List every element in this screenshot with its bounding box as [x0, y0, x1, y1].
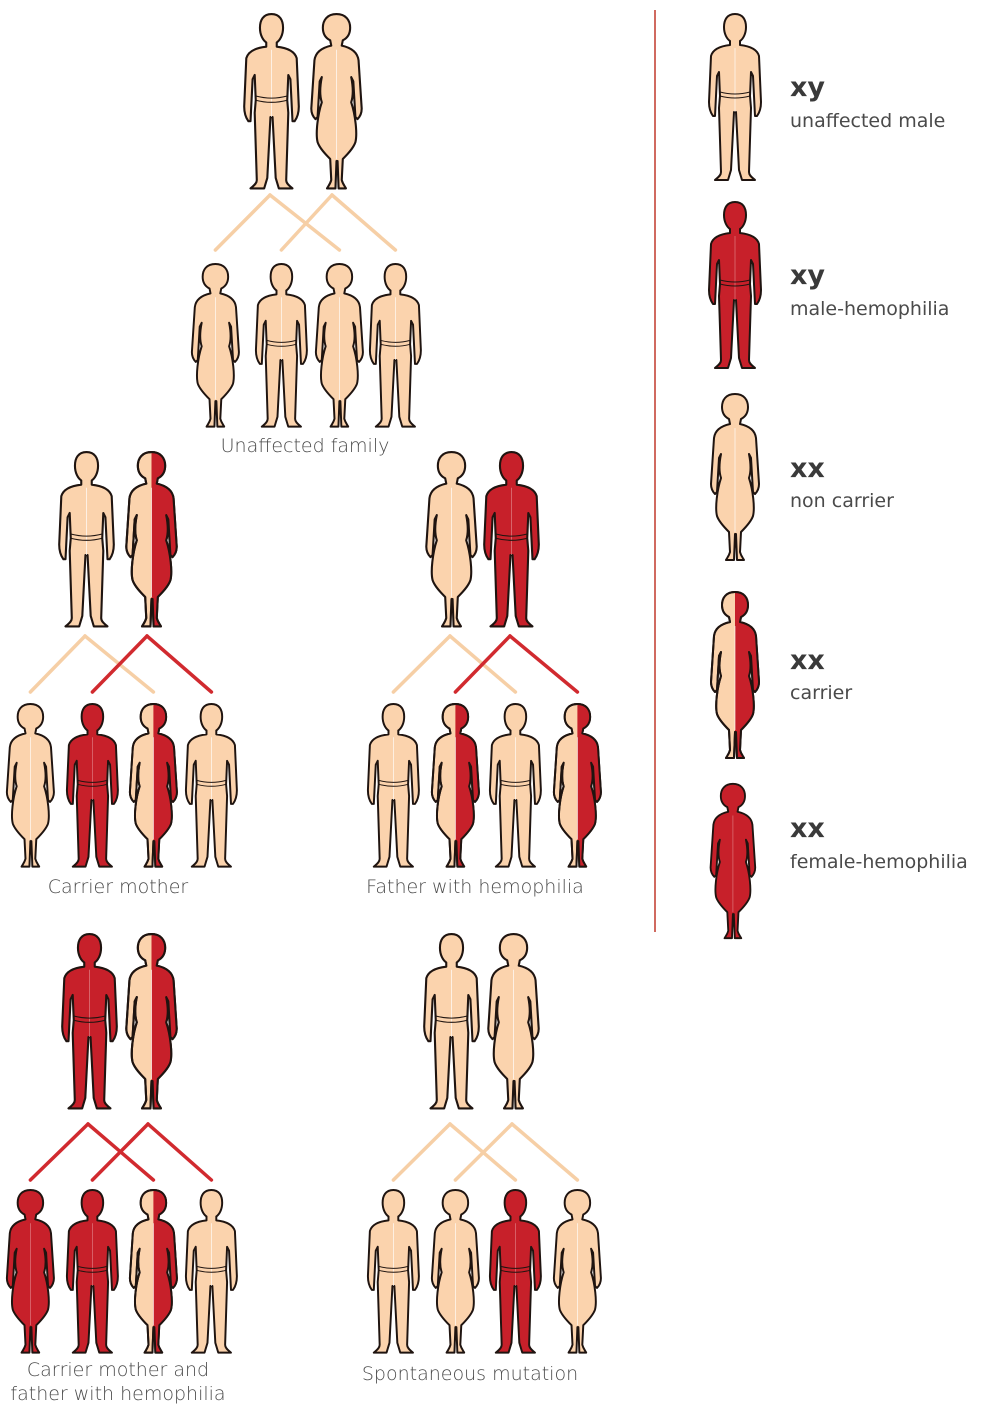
legend-desc-female-hemophilia: female-hemophilia — [790, 850, 968, 874]
legend-figure-hemophilia — [709, 202, 761, 368]
child-female-non-carrier — [192, 264, 239, 427]
parent-male-unaffected — [424, 934, 479, 1108]
legend-genotype-carrier: xx — [790, 647, 825, 675]
child-female-non-carrier — [432, 1190, 479, 1353]
legend-desc-carrier: carrier — [790, 681, 852, 705]
child-male-unaffected — [368, 704, 419, 867]
legend-genotype-unaffected-male: xy — [790, 74, 825, 102]
caption-carrier-mother: Carrier mother — [0, 875, 236, 899]
child-female-carrier — [130, 704, 177, 867]
family-4 — [368, 934, 601, 1353]
child-female-non-carrier — [554, 1190, 601, 1353]
family-3 — [7, 934, 237, 1353]
child-female-carrier — [554, 704, 601, 867]
child-female-non-carrier — [316, 264, 363, 427]
child-male-unaffected — [256, 264, 307, 427]
family-0 — [192, 14, 421, 427]
inheritance-lines-4 — [393, 1124, 577, 1180]
parent-female-carrier — [126, 452, 176, 626]
child-male-unaffected — [370, 264, 421, 427]
legend-desc-male-hemophilia: male-hemophilia — [790, 297, 949, 321]
legend-figure-hemophilia — [711, 784, 756, 938]
child-male-unaffected — [490, 704, 541, 867]
inheritance-lines-1 — [30, 636, 211, 692]
child-female-hemophilia — [7, 1190, 54, 1353]
caption-carrier-mother-and-father-with-hemophilia: Carrier mother and father with hemophili… — [0, 1358, 236, 1406]
legend-genotype-male-hemophilia: xy — [790, 262, 825, 290]
family-2 — [368, 452, 601, 867]
inheritance-lines-3 — [30, 1124, 211, 1180]
parent-female-non-carrier — [488, 934, 538, 1108]
child-male-hemophilia — [67, 704, 118, 867]
parent-female-non-carrier — [426, 452, 476, 626]
child-male-unaffected — [186, 1190, 237, 1353]
parent-male-unaffected — [244, 14, 299, 188]
inheritance-lines-2 — [393, 636, 577, 692]
child-male-hemophilia — [67, 1190, 118, 1353]
legend-genotype-female-hemophilia: xx — [790, 815, 825, 843]
child-female-non-carrier — [7, 704, 54, 867]
families — [7, 14, 601, 1353]
caption-unaffected-family: Unaffected family — [180, 434, 430, 458]
legend-desc-non-carrier: non carrier — [790, 489, 894, 513]
caption-spontaneous-mutation: Spontaneous mutation — [340, 1362, 600, 1386]
child-male-unaffected — [186, 704, 237, 867]
parent-male-hemophilia — [484, 452, 539, 626]
legend — [709, 14, 761, 938]
legend-figure-carrier — [711, 592, 759, 758]
parent-male-unaffected — [59, 452, 114, 626]
family-1 — [7, 452, 237, 867]
parent-male-hemophilia — [62, 934, 117, 1108]
legend-genotype-non-carrier: xx — [790, 455, 825, 483]
child-male-hemophilia — [490, 1190, 541, 1353]
legend-desc-unaffected-male: unaffected male — [790, 109, 945, 133]
legend-figure-unaffected — [709, 14, 761, 180]
inheritance-lines-0 — [215, 195, 395, 250]
parent-female-carrier — [126, 934, 176, 1108]
child-female-carrier — [130, 1190, 177, 1353]
child-male-unaffected — [368, 1190, 419, 1353]
caption-father-with-hemophilia: Father with hemophilia — [340, 875, 610, 899]
legend-figure-non-carrier — [711, 394, 759, 560]
child-female-carrier — [432, 704, 479, 867]
parent-female-non-carrier — [311, 14, 361, 188]
